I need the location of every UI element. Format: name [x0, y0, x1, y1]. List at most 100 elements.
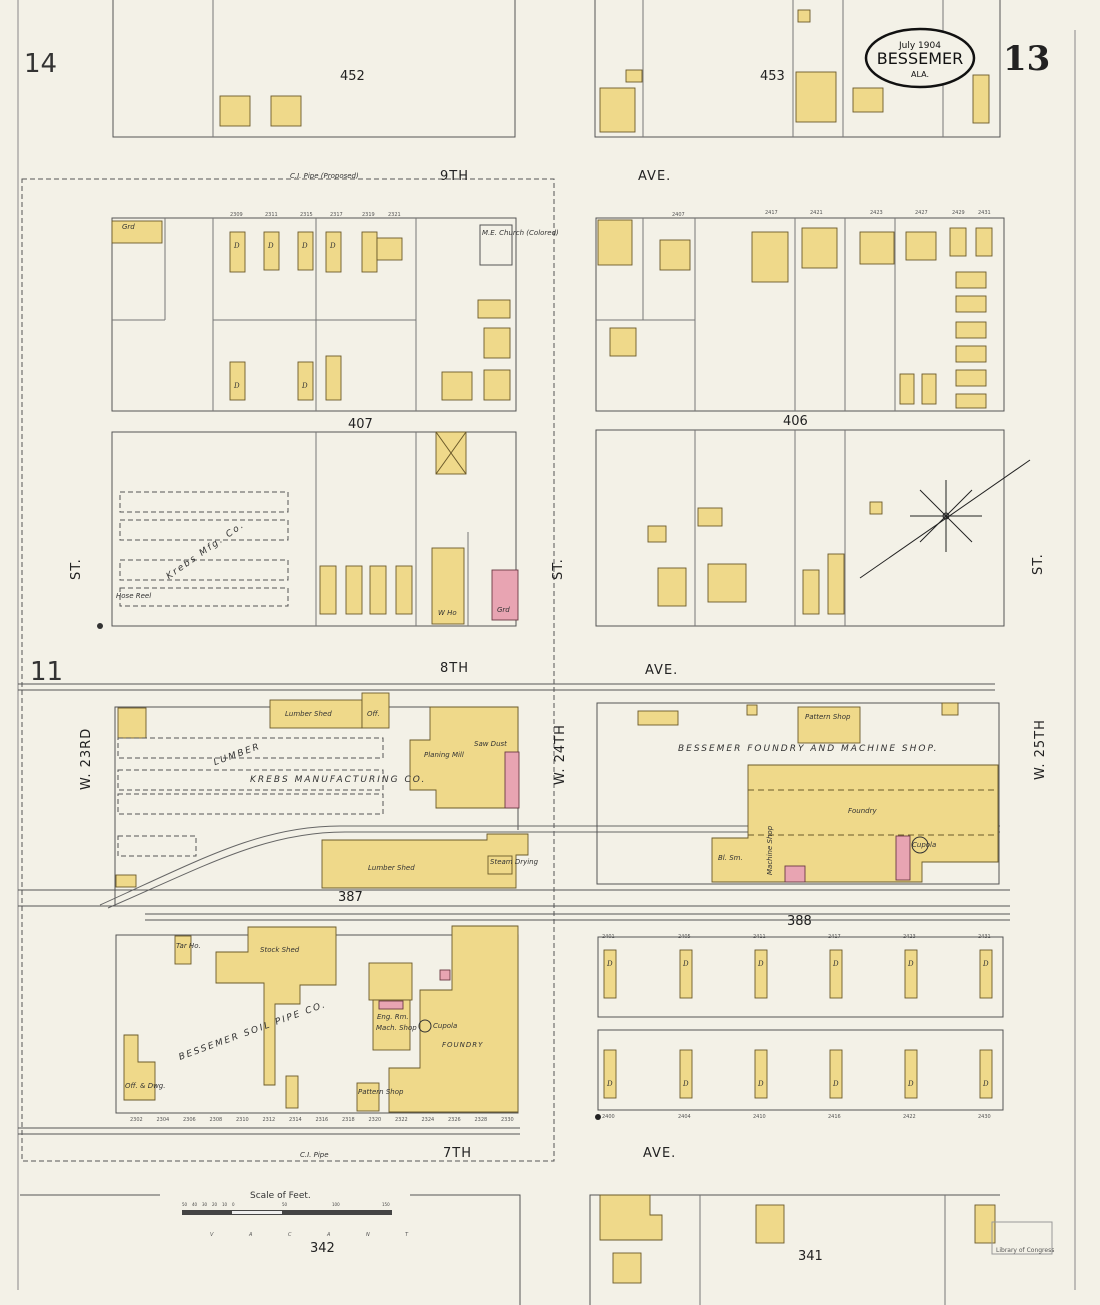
bessemer-foundry-label: BESSEMER FOUNDRY AND MACHINE SHOP.	[678, 744, 939, 754]
pattern-shop	[356, 1082, 380, 1112]
vacant-letter: T	[405, 1232, 409, 1238]
street-w23-st: ST.	[69, 558, 84, 580]
scale-title: Scale of Feet.	[250, 1191, 311, 1201]
lumber-shed-label: Lumber Shed	[285, 710, 332, 718]
hose-reel-label: Hose Reel	[116, 592, 151, 600]
grocery-label: Grd	[497, 606, 510, 614]
pipe-label: C.I. Pipe (Proposed)	[290, 172, 359, 180]
address: 2410	[753, 1114, 766, 1120]
saw-dust-label: Saw Dust	[474, 740, 507, 748]
steam-drying	[487, 855, 513, 875]
foundry-label: FOUNDRY	[442, 1041, 483, 1049]
stock-shed-label: Stock Shed	[260, 946, 300, 954]
address: 2309	[230, 212, 243, 218]
dwelling	[603, 949, 617, 999]
dwelling	[829, 949, 843, 999]
soil-pipe-label: BESSEMER SOIL PIPE CO.	[178, 1000, 328, 1063]
block-number: 388	[787, 914, 812, 929]
hydrant-icon	[595, 1114, 601, 1120]
address: 2324	[422, 1117, 435, 1123]
block-compass	[595, 429, 1005, 627]
adjacent-sheet-14[interactable]: 14	[24, 49, 57, 79]
vacant-letter: N	[366, 1232, 370, 1238]
cupola-icon	[418, 1019, 432, 1033]
adjacent-sheet-11[interactable]: 11	[30, 657, 63, 687]
block-number: 341	[798, 1249, 823, 1264]
block-342	[410, 1194, 521, 1305]
vacant-letter: C	[288, 1232, 292, 1238]
dwelling	[603, 1049, 617, 1099]
cupola-icon	[911, 836, 929, 854]
dwelling	[679, 949, 693, 999]
steam-drying-label: Steam Drying	[490, 858, 539, 866]
address: 2427	[915, 210, 928, 216]
address: 2321	[388, 212, 401, 218]
block-number: 452	[340, 69, 365, 84]
address: 2422	[903, 1114, 916, 1120]
address: 2404	[678, 1114, 691, 1120]
address: 2308	[210, 1117, 223, 1123]
machine-shop-label: Machine Shop	[766, 825, 774, 875]
foundry-office	[895, 835, 911, 881]
street-w25-st: ST.	[1031, 553, 1046, 575]
lumber-shed-2	[321, 833, 529, 889]
address: 2330	[501, 1117, 514, 1123]
address: 2328	[475, 1117, 488, 1123]
dwelling	[852, 87, 884, 113]
mach-shop-label: Mach. Shop	[376, 1024, 417, 1032]
block-number: 387	[338, 890, 363, 905]
pattern-shop	[797, 706, 861, 744]
dwelling	[979, 1049, 993, 1099]
block-number: 342	[310, 1241, 335, 1256]
cupola-label: Cupola	[912, 841, 936, 849]
eng-room-label: Eng. Rm.	[377, 1013, 409, 1021]
cupola-label: Cupola	[433, 1022, 457, 1030]
soil-pipe-foundry	[388, 925, 519, 1113]
dwelling	[829, 1049, 843, 1099]
church	[479, 224, 513, 266]
dwelling	[219, 95, 251, 127]
block-number: 453	[760, 69, 785, 84]
pipe-boundary	[21, 178, 555, 1162]
address: 2317	[330, 212, 343, 218]
address: 2322	[395, 1117, 408, 1123]
street-8th-ave: AVE.	[645, 663, 678, 678]
block-407	[111, 217, 517, 412]
address: 2400	[602, 1114, 615, 1120]
address: 2421	[810, 210, 823, 216]
krebs-yard-label: Krebs Mfg. Co.	[165, 520, 247, 582]
address: 2302	[130, 1117, 143, 1123]
state-name: ALA.	[911, 70, 929, 79]
dwelling-label: D	[233, 382, 240, 390]
grocery-brick	[491, 569, 519, 621]
planing-mill-label: Planing Mill	[424, 751, 464, 759]
bessemer-foundry-block	[596, 702, 1000, 885]
city-name: BESSEMER	[877, 49, 964, 68]
scale-tick-label: 10	[222, 1202, 228, 1207]
tar-house-label: Tar Ho.	[176, 942, 201, 950]
address: 2315	[300, 212, 313, 218]
stock-shed	[215, 926, 337, 1086]
address: 2310	[236, 1117, 249, 1123]
planing-mill	[409, 706, 519, 809]
library-stamp	[991, 1221, 1053, 1255]
dwellings-388: D2401D2400D2405D2404D2411D2410D2417D2416…	[602, 934, 993, 1120]
scale-tick-label: 20	[212, 1202, 218, 1207]
block-number: 407	[348, 417, 373, 432]
lumber-label: LUMBER	[212, 742, 262, 768]
soil-pipe-engine-room	[378, 1000, 404, 1010]
street-7th-ave: AVE.	[643, 1146, 676, 1161]
dwellings-406	[597, 219, 993, 409]
address: 2411	[753, 934, 766, 940]
krebs-office	[361, 692, 390, 729]
address: 2430	[978, 1114, 991, 1120]
block-341	[589, 1194, 1000, 1305]
dwelling-label: D	[832, 960, 839, 968]
scale-tick-label: 0	[232, 1202, 235, 1207]
vacant-letter: A	[248, 1232, 253, 1238]
map-date: July 1904	[898, 41, 941, 51]
grocery-label: Grd	[122, 223, 135, 231]
